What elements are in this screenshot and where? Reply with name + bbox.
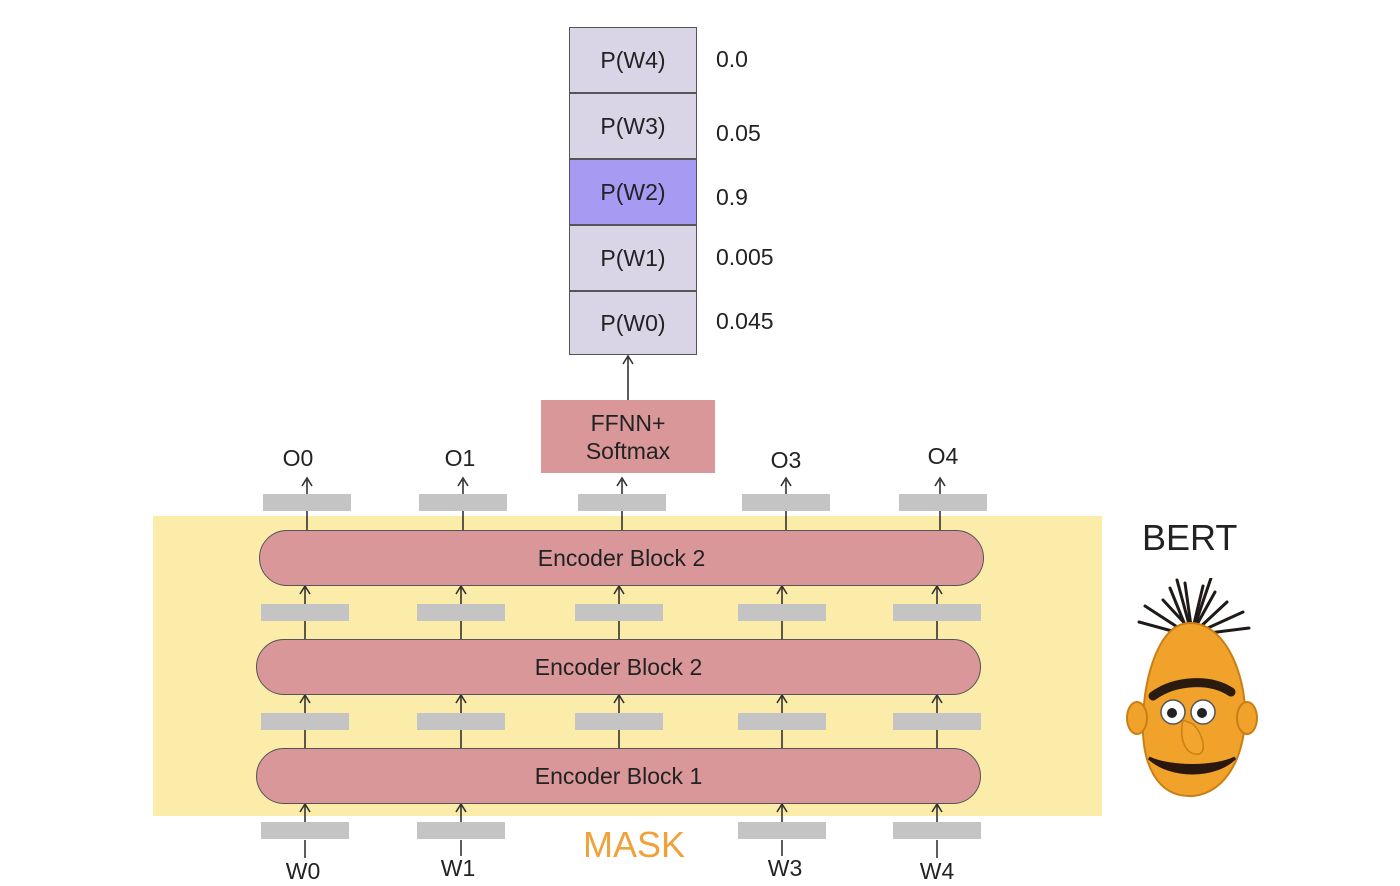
hidden-vector [575,713,663,730]
output-vector [742,494,830,511]
hidden-vector [738,713,826,730]
encoder-label: Encoder Block 2 [537,544,706,571]
prob-value-w1: 0.005 [716,244,774,270]
hidden-vector [417,713,505,730]
encoder-label: Encoder Block 1 [534,762,703,789]
ffnn-softmax-box: FFNN+ Softmax [541,400,715,473]
hidden-vector [738,604,826,621]
softmax-label: Softmax [585,437,671,464]
output-label-o1: O1 [444,445,476,471]
bert-title: BERT [1142,517,1238,558]
input-label-w0: W0 [285,858,321,884]
encoder-block-top: Encoder Block 2 [259,530,984,586]
output-vector [899,494,987,511]
prob-box-w0: P(W0) [569,291,697,355]
prob-box-w4: P(W4) [569,27,697,93]
output-vector [263,494,351,511]
hidden-vector [417,604,505,621]
bert-character-icon [1126,578,1258,798]
output-vector [419,494,507,511]
input-label-w4: W4 [919,858,955,884]
output-label-o4: O4 [927,443,959,469]
prob-label: P(W2) [600,178,666,205]
prob-box-w2: P(W2) [569,159,697,225]
hidden-vector [261,604,349,621]
prob-value-w2: 0.9 [716,184,748,210]
prob-value-w0: 0.045 [716,308,774,334]
input-label-w3: W3 [767,855,803,881]
input-vector [417,822,505,839]
input-vector [893,822,981,839]
encoder-block-middle: Encoder Block 2 [256,639,981,695]
output-vector [578,494,666,511]
prob-box-w1: P(W1) [569,225,697,291]
input-label-w1: W1 [440,855,476,881]
hidden-vector [893,713,981,730]
hidden-vector [575,604,663,621]
ffnn-label: FFNN+ [590,409,666,436]
prob-label: P(W4) [600,46,666,73]
hidden-vector [893,604,981,621]
hidden-vector [261,713,349,730]
prob-label: P(W0) [600,309,666,336]
output-label-o3: O3 [770,447,802,473]
input-vector [261,822,349,839]
output-label-o0: O0 [282,445,314,471]
encoder-block-bottom: Encoder Block 1 [256,748,981,804]
encoder-label: Encoder Block 2 [534,653,703,680]
mask-token-label: MASK [583,824,686,865]
prob-value-w3: 0.05 [716,120,761,146]
prob-box-w3: P(W3) [569,93,697,159]
prob-value-w4: 0.0 [716,46,748,72]
prob-label: P(W1) [600,244,666,271]
prob-label: P(W3) [600,112,666,139]
input-vector [738,822,826,839]
